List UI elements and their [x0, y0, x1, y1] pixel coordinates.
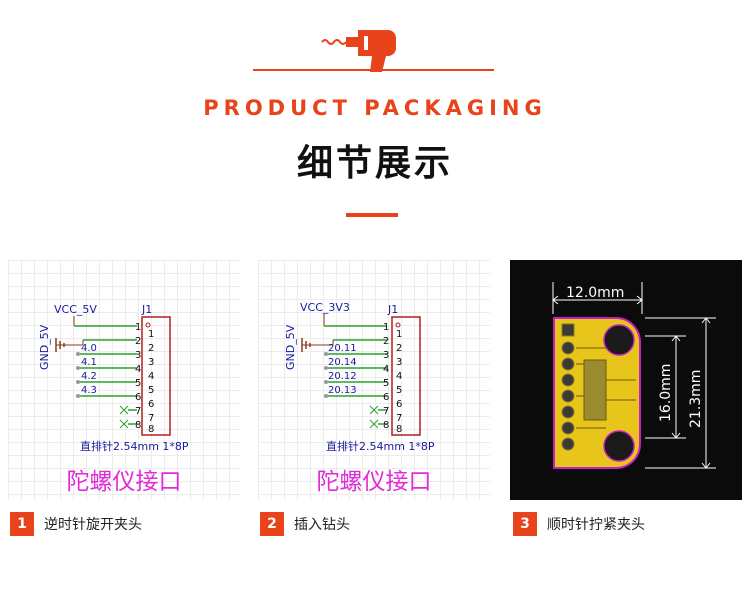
pin-num-left: 3	[383, 350, 389, 361]
pin-num-left: 7	[383, 406, 389, 417]
pin-num-right: 7	[396, 413, 402, 424]
header-rule	[253, 69, 494, 71]
step-number-badge: 3	[513, 512, 537, 536]
schematic-1: VCC_5V GND_5V 4.0 4.1 4.2 4.3 J1 1 2	[38, 303, 189, 453]
pin-num-left: 2	[135, 336, 141, 347]
net-label: 4.0	[81, 343, 97, 354]
dim-outer-height: 21.3mm	[688, 370, 704, 428]
pin-num-right: 8	[148, 424, 154, 435]
schematic-title: 陀螺仪接口	[316, 469, 432, 495]
dim-width: 12.0mm	[566, 285, 624, 301]
pin-num-left: 6	[135, 392, 141, 403]
pin-num-right: 2	[396, 343, 402, 354]
net-label: 4.2	[81, 371, 97, 382]
schematic-panel-2: VCC_3V3 GND_5V 20.11 20.14 20.12 20.13 J…	[258, 260, 490, 500]
connector-ref: J1	[141, 303, 152, 316]
pin-num-right: 2	[148, 343, 154, 354]
footprint-label: 直排针2.54mm 1*8P	[326, 439, 435, 453]
step-number-badge: 2	[260, 512, 284, 536]
pin-num-left: 7	[135, 406, 141, 417]
header-en-title: PRODUCT PACKAGING	[203, 96, 547, 120]
net-label: 20.12	[328, 371, 357, 382]
dim-inner-height: 16.0mm	[658, 364, 674, 422]
pin-num-right: 3	[396, 357, 402, 368]
drill-icon	[321, 30, 396, 72]
pin-num-right: 3	[148, 357, 154, 368]
caption-2: 2 插入钻头	[260, 512, 350, 536]
caption-text: 顺时针拧紧夹头	[547, 517, 645, 533]
net-label: 4.3	[81, 385, 97, 396]
header-accent-bar	[346, 213, 398, 217]
caption-text: 逆时针旋开夹头	[44, 517, 142, 533]
pin-num-right: 4	[396, 371, 402, 382]
schematic-2: VCC_3V3 GND_5V 20.11 20.14 20.12 20.13 J…	[284, 301, 435, 453]
pin-num-left: 5	[383, 378, 389, 389]
pin-num-left: 5	[135, 378, 141, 389]
caption-text: 插入钻头	[294, 517, 350, 533]
pin-num-right: 8	[396, 424, 402, 435]
footprint-label: 直排针2.54mm 1*8P	[80, 439, 189, 453]
connector-ref: J1	[387, 303, 398, 316]
pin-num-left: 8	[383, 420, 389, 431]
pin-num-left: 4	[135, 364, 141, 375]
net-label: 20.11	[328, 343, 357, 354]
header-cn-title: 细节展示	[296, 143, 453, 184]
pin-num-left: 8	[135, 420, 141, 431]
pin-num-right: 7	[148, 413, 154, 424]
pin-num-left: 3	[135, 350, 141, 361]
pin-num-left: 6	[383, 392, 389, 403]
step-number-badge: 1	[10, 512, 34, 536]
pin-num-right: 5	[396, 385, 402, 396]
vcc-label: VCC_3V3	[300, 301, 350, 314]
schematic-panel-1: VCC_5V GND_5V 4.0 4.1 4.2 4.3 J1 1 2	[8, 260, 240, 500]
net-label: 4.1	[81, 357, 97, 368]
pin-num-right: 4	[148, 371, 154, 382]
pin-num-left: 1	[383, 322, 389, 333]
gnd-label: GND_5V	[38, 324, 51, 370]
pin-num-right: 5	[148, 385, 154, 396]
net-label: 20.14	[328, 357, 357, 368]
pin-num-right: 1	[396, 329, 402, 340]
pin-num-left: 1	[135, 322, 141, 333]
vcc-label: VCC_5V	[54, 303, 97, 316]
pin-num-right: 1	[148, 329, 154, 340]
caption-1: 1 逆时针旋开夹头	[10, 512, 142, 536]
pcb-render: 12.0mm 16.0mm 21.3mm	[552, 282, 716, 469]
gnd-label: GND_5V	[284, 324, 297, 370]
caption-3: 3 顺时针拧紧夹头	[513, 512, 645, 536]
pcb-panel: 12.0mm 16.0mm 21.3mm	[510, 260, 742, 500]
pin-num-left: 2	[383, 336, 389, 347]
pin-num-right: 6	[148, 399, 154, 410]
schematic-title: 陀螺仪接口	[66, 469, 182, 495]
pin-num-left: 4	[383, 364, 389, 375]
pin-num-right: 6	[396, 399, 402, 410]
net-label: 20.13	[328, 385, 357, 396]
